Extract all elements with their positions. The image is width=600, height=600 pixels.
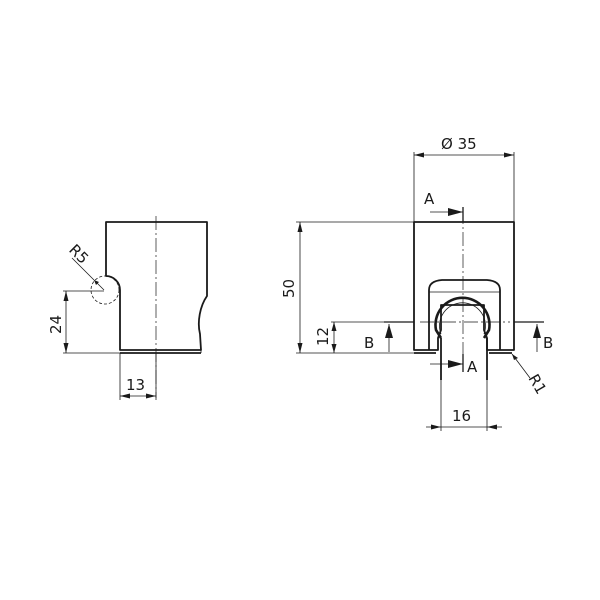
r5-circle [90,275,120,305]
section-a-top-label: A [424,190,435,208]
side-view: R5 24 13 [47,216,208,400]
r1-label: R1 [525,371,551,397]
dim-16-label: 16 [452,407,471,425]
dim-12-label: 12 [314,327,332,346]
section-b-left-arrow [385,324,393,338]
side-view-outline [105,221,208,351]
front-view: Ø 35 50 12 B B A A R [280,135,553,431]
r5-label: R5 [65,241,92,268]
section-b-right-label: B [543,334,553,352]
section-a-top-arrow [448,208,463,216]
dim-24-label: 24 [47,315,65,334]
front-view-outline [413,221,515,351]
section-a-bottom-arrow [448,360,463,368]
section-b-right-arrow [533,324,541,338]
hose-ring [434,296,491,339]
section-b-left-label: B [364,334,374,352]
r5-leader [71,257,105,291]
section-a-bottom-label: A [467,358,478,376]
dim-50-label: 50 [280,279,298,298]
dim-35-label: Ø 35 [441,135,477,153]
dim-13-label: 13 [126,376,145,394]
slot-cap [428,279,501,350]
